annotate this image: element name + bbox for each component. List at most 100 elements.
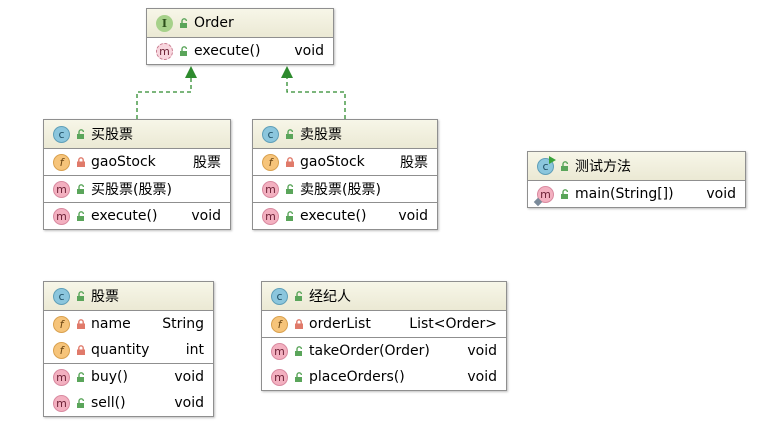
field-row[interactable]: f gaoStock 股票: [253, 149, 437, 175]
public-unlock-icon: [286, 184, 294, 194]
method-name: sell(): [91, 395, 126, 411]
class-header-test-method: c 测试方法: [528, 152, 745, 181]
public-unlock-icon: [77, 398, 85, 408]
class-icon: c: [53, 125, 70, 143]
static-method-icon: m: [537, 185, 554, 203]
public-unlock-icon: [295, 346, 303, 356]
realization-arrowhead-sell: [281, 66, 293, 78]
methods-section: m takeOrder(Order) void m placeOrders() …: [262, 338, 506, 390]
methods-section: m execute() void: [253, 203, 437, 229]
method-return-type: void: [398, 208, 428, 224]
class-name: 测试方法: [575, 159, 631, 175]
class-name: 股票: [91, 289, 119, 305]
public-unlock-icon: [286, 211, 294, 221]
method-return-type: void: [294, 43, 324, 59]
realization-arrowhead-buy: [185, 66, 197, 78]
method-row[interactable]: m execute() void: [147, 38, 333, 64]
method-row[interactable]: m execute() void: [44, 203, 230, 229]
constructor-row[interactable]: m 卖股票(股票): [253, 176, 437, 202]
method-name: execute(): [300, 208, 367, 224]
class-icon: c: [53, 287, 70, 305]
class-header-order: I Order: [147, 9, 333, 38]
class-box-sell-stock[interactable]: c 卖股票 f gaoStock 股票 m 卖股票(股票) m execute: [252, 119, 438, 230]
field-name: quantity: [91, 342, 150, 358]
public-unlock-icon: [561, 161, 569, 171]
field-icon: f: [53, 341, 70, 359]
method-icon: m: [53, 207, 70, 225]
method-icon: m: [53, 180, 70, 198]
class-icon: c: [262, 125, 279, 143]
field-row[interactable]: f gaoStock 股票: [44, 149, 230, 175]
field-type: 股票: [193, 155, 221, 171]
constructors-section: m 卖股票(股票): [253, 176, 437, 203]
method-icon: m: [53, 394, 70, 412]
private-lock-icon: [286, 157, 294, 167]
method-name: placeOrders(): [309, 369, 405, 385]
class-box-broker[interactable]: c 经纪人 f orderList List<Order> m takeOrde…: [261, 281, 507, 391]
field-row[interactable]: f orderList List<Order>: [262, 311, 506, 337]
method-return-type: void: [467, 343, 497, 359]
class-box-buy-stock[interactable]: c 买股票 f gaoStock 股票 m 买股票(股票) m execute: [43, 119, 231, 230]
public-unlock-icon: [77, 129, 85, 139]
method-icon: m: [271, 368, 288, 386]
methods-section: m buy() void m sell() void: [44, 364, 213, 416]
public-unlock-icon: [561, 189, 569, 199]
method-row[interactable]: m main(String[]) void: [528, 181, 745, 207]
class-name: 经纪人: [309, 289, 351, 305]
public-unlock-icon: [295, 372, 303, 382]
runnable-class-icon: c: [537, 155, 556, 175]
method-name: main(String[]): [575, 186, 674, 202]
field-type: 股票: [400, 155, 428, 171]
field-icon: f: [271, 315, 288, 333]
class-box-stock[interactable]: c 股票 f name String f quantity int m buy(…: [43, 281, 214, 417]
method-return-type: void: [174, 395, 204, 411]
public-unlock-icon: [77, 291, 85, 301]
fields-section: f name String f quantity int: [44, 311, 213, 364]
public-unlock-icon: [295, 291, 303, 301]
class-header-broker: c 经纪人: [262, 282, 506, 311]
method-row[interactable]: m buy() void: [44, 364, 213, 390]
realization-line-buy: [136, 77, 192, 119]
class-header-stock: c 股票: [44, 282, 213, 311]
method-return-type: void: [467, 369, 497, 385]
methods-section: m execute() void: [44, 203, 230, 229]
method-row[interactable]: m execute() void: [253, 203, 437, 229]
fields-section: f gaoStock 股票: [44, 149, 230, 176]
public-unlock-icon: [286, 129, 294, 139]
public-unlock-icon: [77, 211, 85, 221]
public-unlock-icon: [180, 18, 188, 28]
field-icon: f: [53, 153, 70, 171]
method-icon: m: [53, 368, 70, 386]
abstract-method-icon: m: [156, 42, 173, 60]
class-name: Order: [194, 15, 234, 31]
class-box-test-method[interactable]: c 测试方法 m main(String[]) void: [527, 151, 746, 208]
constructor-row[interactable]: m 买股票(股票): [44, 176, 230, 202]
field-name: orderList: [309, 316, 371, 332]
private-lock-icon: [295, 319, 303, 329]
class-header-sell-stock: c 卖股票: [253, 120, 437, 149]
field-row[interactable]: f quantity int: [44, 337, 213, 363]
field-name: name: [91, 316, 131, 332]
methods-section: m main(String[]) void: [528, 181, 745, 207]
constructor-name: 卖股票(股票): [300, 182, 381, 198]
class-box-order[interactable]: I Order m execute() void: [146, 8, 334, 65]
class-name: 买股票: [91, 127, 133, 143]
private-lock-icon: [77, 319, 85, 329]
public-unlock-icon: [77, 372, 85, 382]
method-icon: m: [262, 207, 279, 225]
method-return-type: void: [174, 369, 204, 385]
field-icon: f: [53, 315, 70, 333]
field-icon: f: [262, 153, 279, 171]
public-unlock-icon: [180, 46, 188, 56]
field-name: gaoStock: [300, 154, 365, 170]
method-row[interactable]: m sell() void: [44, 390, 213, 416]
field-type: int: [185, 342, 204, 358]
method-return-type: void: [191, 208, 221, 224]
method-row[interactable]: m takeOrder(Order) void: [262, 338, 506, 364]
method-name: execute(): [91, 208, 158, 224]
field-row[interactable]: f name String: [44, 311, 213, 337]
field-type: String: [162, 316, 204, 332]
class-icon: c: [271, 287, 288, 305]
method-row[interactable]: m placeOrders() void: [262, 364, 506, 390]
